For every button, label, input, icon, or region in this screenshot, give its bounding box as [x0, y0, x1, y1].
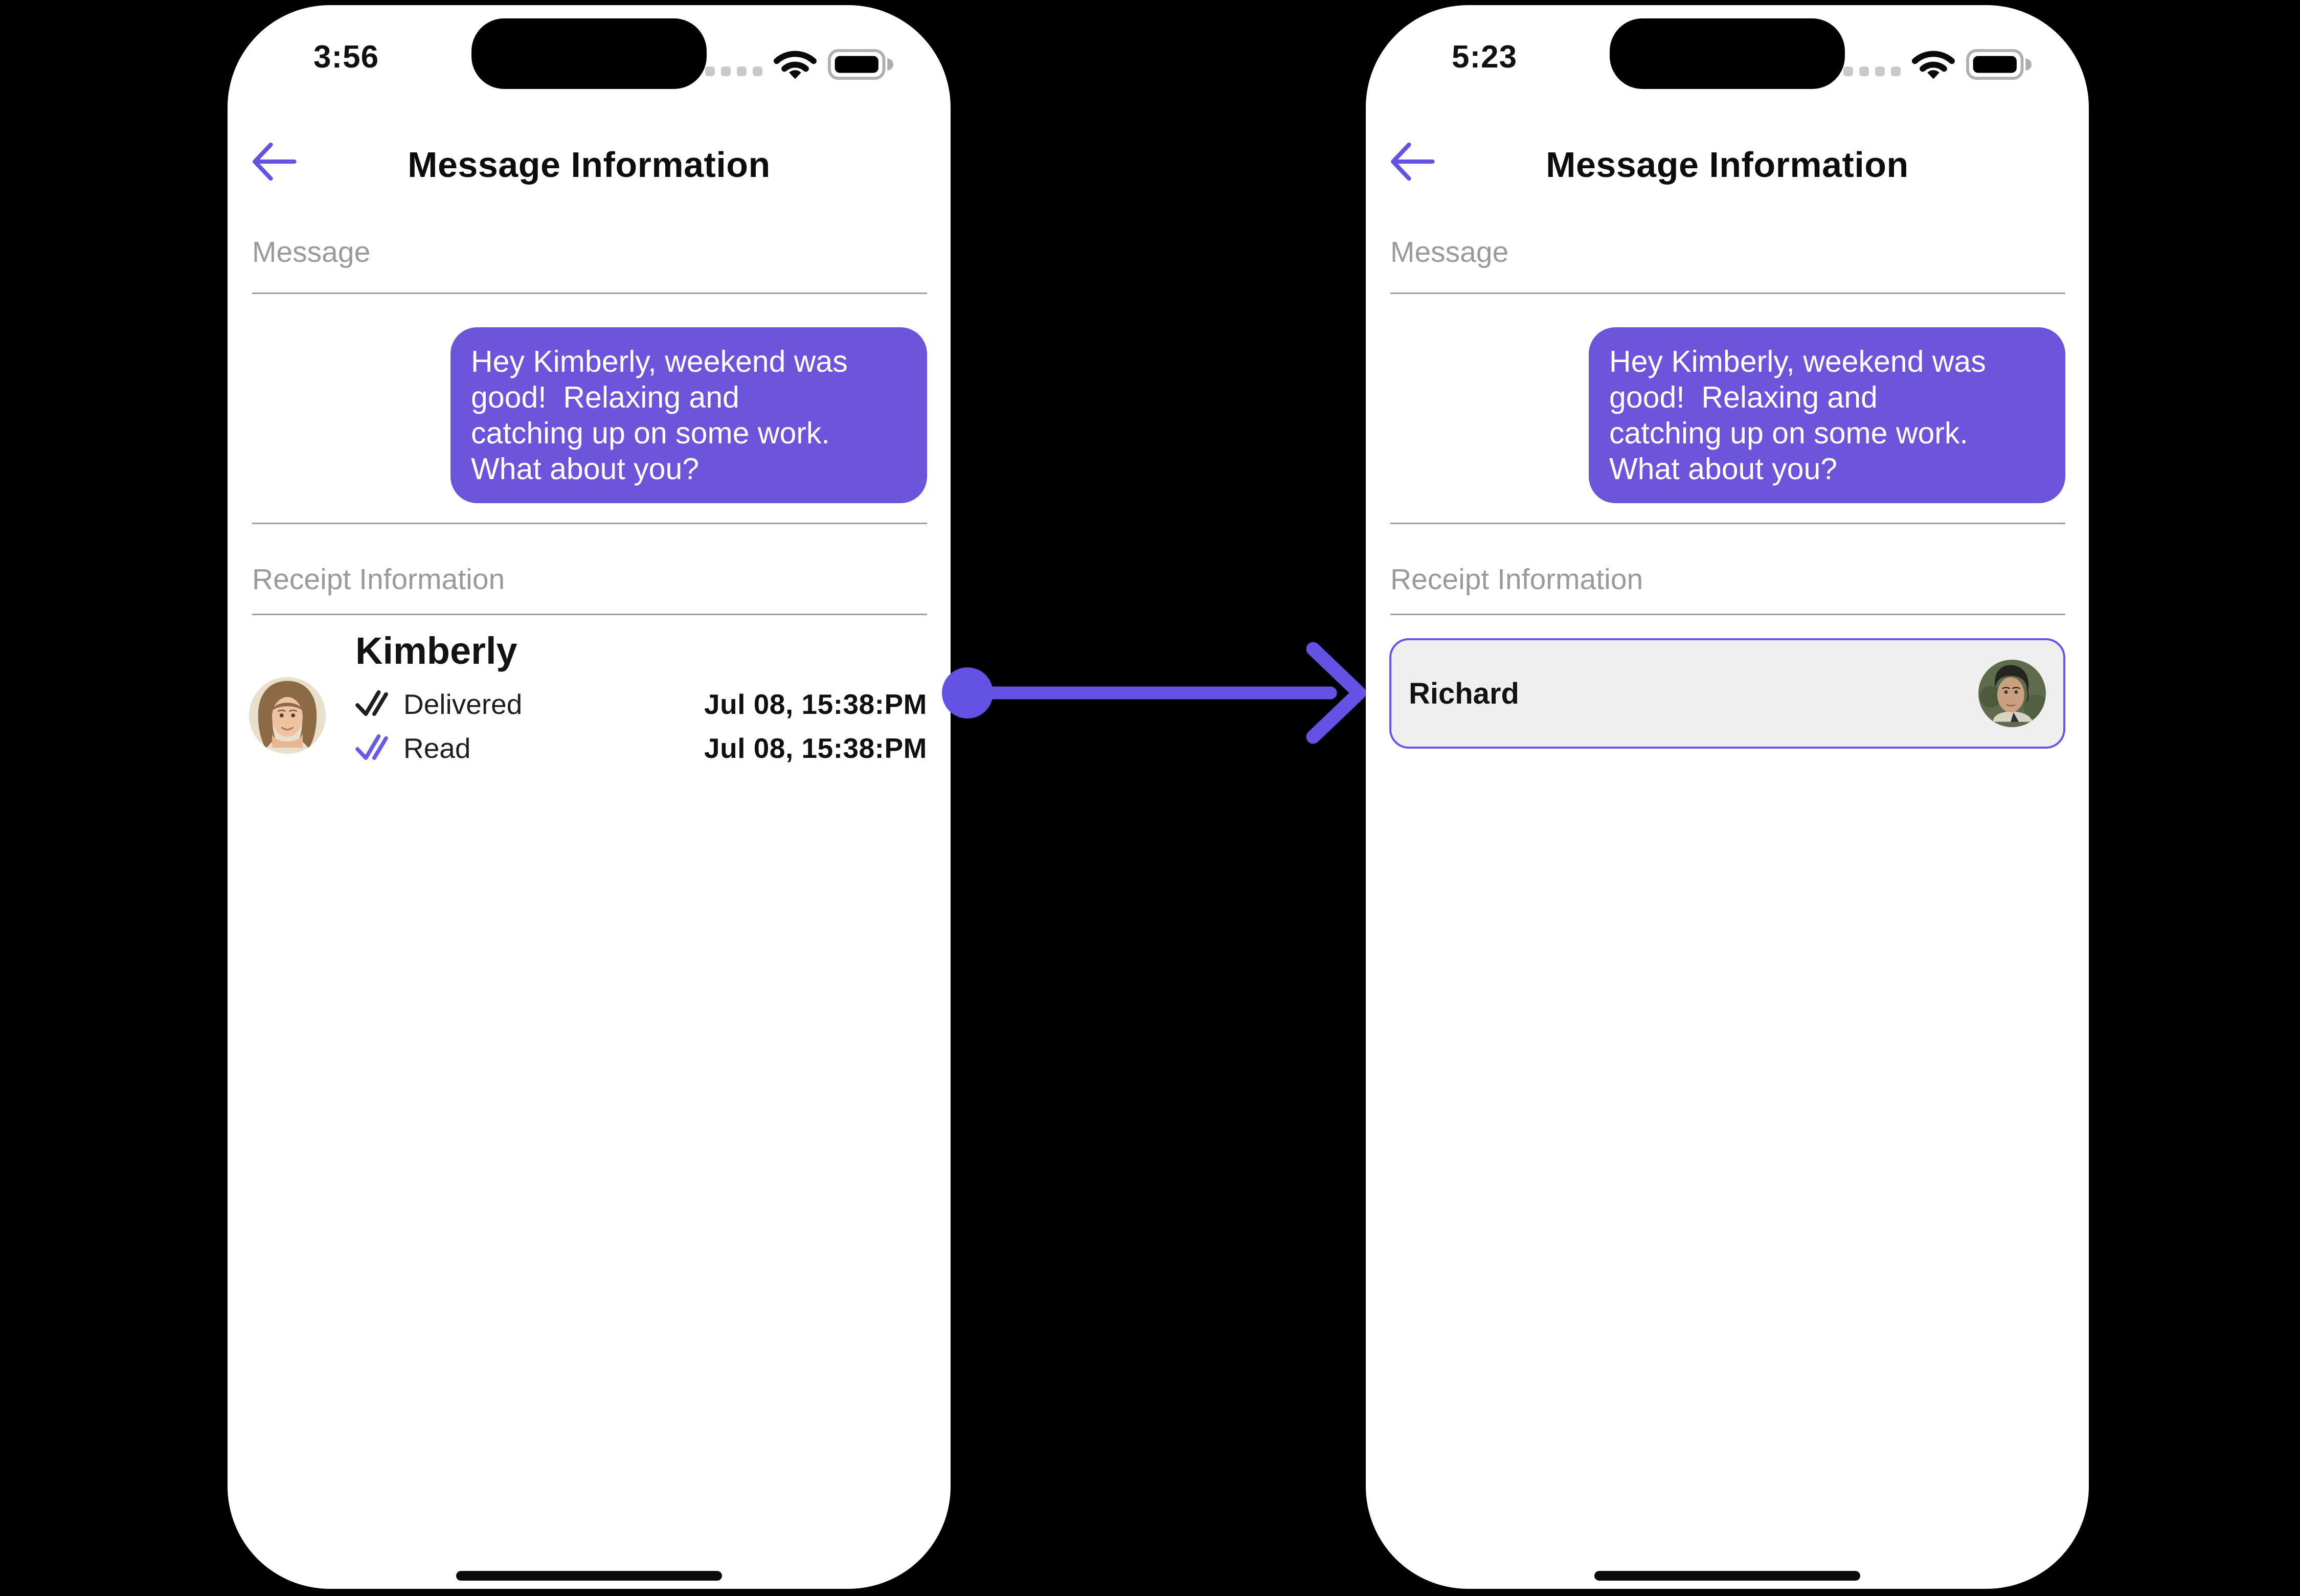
section-divider: [252, 293, 927, 294]
phone-left: 3:56: [228, 5, 951, 1589]
page-title: Message Information: [408, 145, 771, 185]
section-divider: [1390, 523, 2065, 524]
section-divider: [252, 614, 927, 615]
home-indicator[interactable]: [1594, 1571, 1860, 1581]
home-indicator[interactable]: [456, 1571, 722, 1581]
contact-name: Richard: [1409, 677, 1519, 710]
status-time: 5:23: [1452, 39, 1518, 75]
page-title: Message Information: [1546, 145, 1909, 185]
receipt-status: Read: [403, 732, 471, 764]
message-bubble: Hey Kimberly, weekend was good! Relaxing…: [1589, 327, 2065, 503]
wifi-icon: [774, 48, 817, 83]
receipt-section-label: Receipt Information: [1390, 563, 1643, 596]
contact-avatar: [249, 677, 326, 754]
contact-name: Kimberly: [355, 630, 517, 672]
double-check-icon: [355, 689, 388, 720]
double-check-icon: [355, 733, 388, 764]
receipt-timestamp: Jul 08, 15:38:PM: [704, 688, 927, 720]
message-bubble: Hey Kimberly, weekend was good! Relaxing…: [450, 327, 927, 503]
arrow-left-icon: [1388, 142, 1435, 188]
annotation-arrow-right-icon: [936, 637, 1376, 749]
section-divider: [252, 523, 927, 524]
arrow-left-icon: [250, 142, 297, 188]
receipt-row-delivered: Delivered Jul 08, 15:38:PM: [355, 686, 927, 722]
cellular-signal-dots-icon: [1843, 66, 1901, 76]
message-section-label: Message: [1390, 236, 1509, 268]
receipt-status: Delivered: [403, 688, 523, 720]
section-divider: [1390, 614, 2065, 615]
status-time: 3:56: [313, 39, 379, 75]
back-button[interactable]: [1388, 137, 1435, 186]
battery-icon: [828, 49, 893, 83]
receipt-timestamp: Jul 08, 15:38:PM: [704, 732, 927, 764]
selected-contact-row[interactable]: Richard: [1389, 638, 2065, 749]
battery-icon: [1966, 49, 2032, 83]
dynamic-island: [471, 18, 707, 89]
receipt-row-read: Read Jul 08, 15:38:PM: [355, 730, 927, 766]
status-icons: [705, 48, 893, 83]
cellular-signal-dots-icon: [705, 66, 762, 76]
back-button[interactable]: [250, 137, 297, 186]
wifi-icon: [1912, 48, 1955, 83]
phone-right: 5:23: [1366, 5, 2089, 1589]
message-section-label: Message: [252, 236, 371, 268]
status-icons: [1843, 48, 2032, 83]
contact-avatar: [1978, 660, 2046, 727]
section-divider: [1390, 293, 2065, 294]
receipt-section-label: Receipt Information: [252, 563, 505, 596]
dynamic-island: [1610, 18, 1845, 89]
